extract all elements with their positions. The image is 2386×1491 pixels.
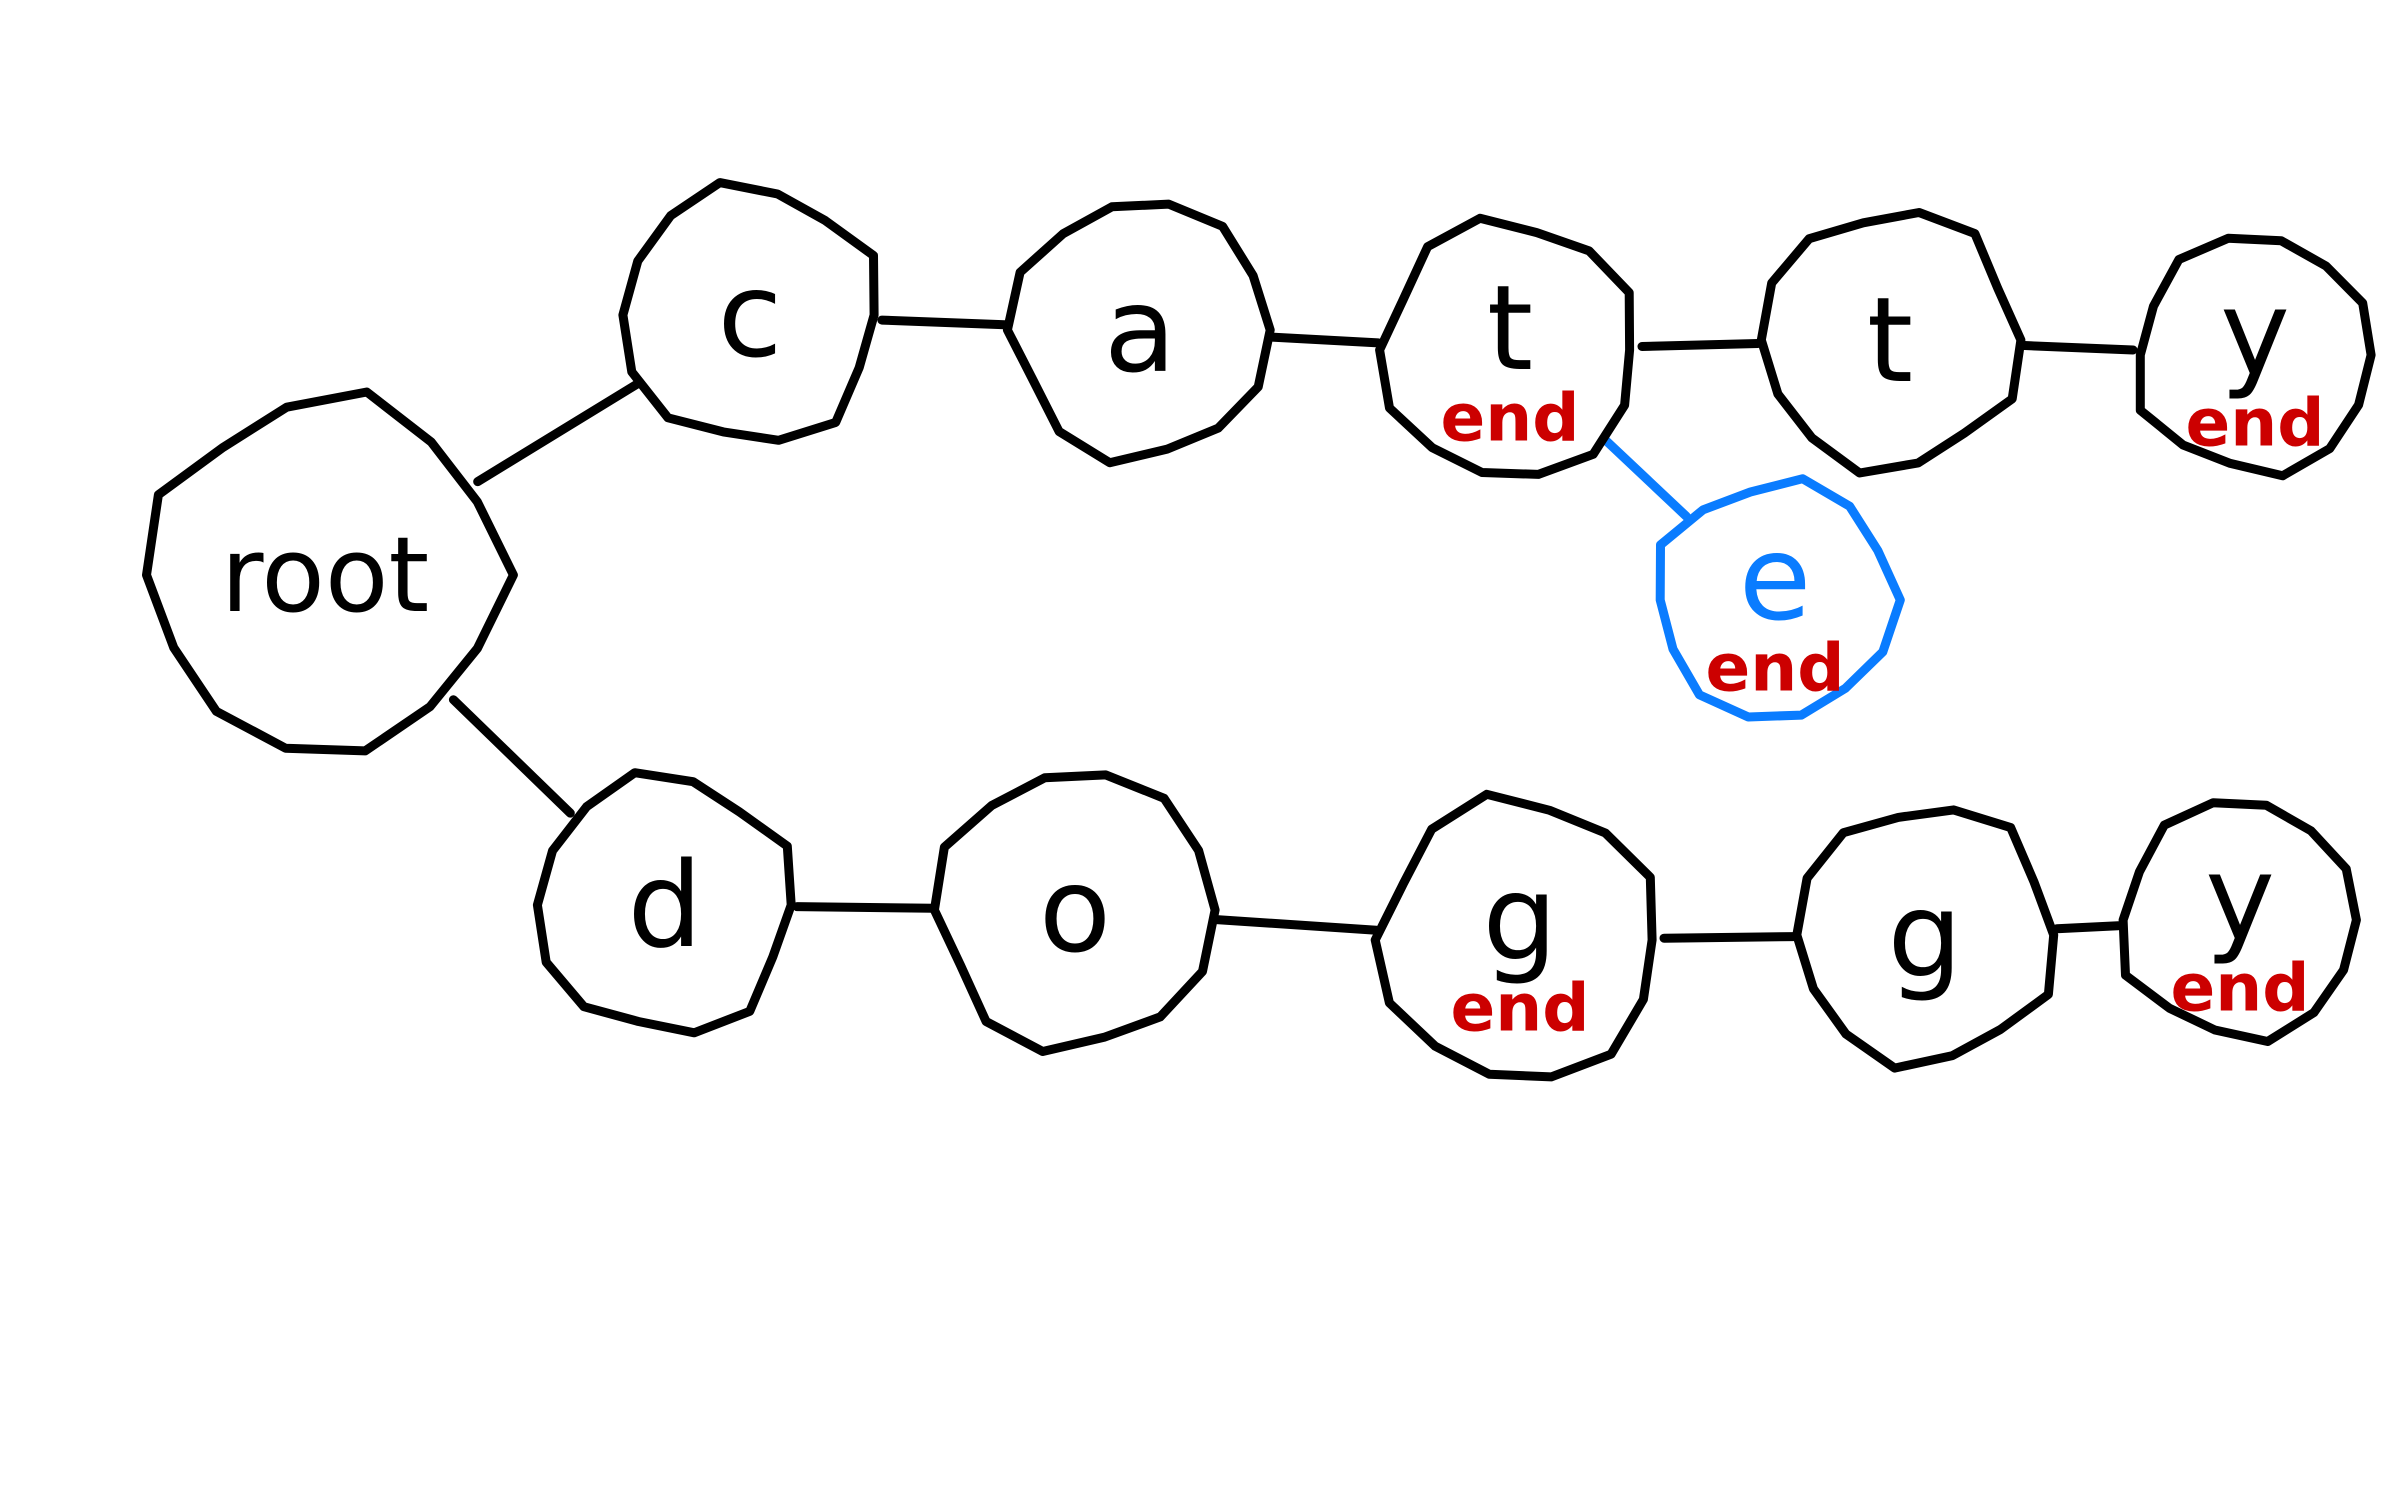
node-g2-ring bbox=[1792, 805, 2059, 1073]
node-e1-ring bbox=[1655, 474, 1905, 722]
node-t1-label: t bbox=[1487, 259, 1533, 397]
node-t2: t bbox=[1756, 208, 2026, 478]
edge-t2-y1 bbox=[2017, 340, 2138, 355]
edge-g1-g2 bbox=[1659, 932, 1798, 943]
node-t1-ring bbox=[1375, 213, 1635, 479]
node-g1-label: g bbox=[1483, 849, 1558, 987]
node-a1-label: a bbox=[1104, 261, 1176, 399]
node-d1-ring bbox=[532, 768, 796, 1038]
edge-a1-t1 bbox=[1267, 332, 1383, 348]
edge-root-c1 bbox=[473, 379, 642, 487]
edge-root-d1 bbox=[448, 695, 575, 818]
node-y1-end-marker: end bbox=[2186, 385, 2325, 462]
node-a1-ring bbox=[1002, 199, 1275, 468]
node-root: root bbox=[142, 387, 518, 756]
node-root-label: root bbox=[221, 514, 430, 636]
edge-d1-o1 bbox=[792, 902, 938, 913]
node-y2-label: y bbox=[2205, 829, 2275, 967]
edge-g2-y2 bbox=[2052, 921, 2123, 934]
edge-o1-g1 bbox=[1212, 915, 1381, 935]
node-root-ring bbox=[142, 387, 518, 756]
node-c1-label: c bbox=[718, 246, 783, 384]
node-y1-ring bbox=[2135, 233, 2376, 481]
node-o1-label: o bbox=[1039, 841, 1111, 979]
node-g1-end-marker: end bbox=[1451, 970, 1590, 1047]
node-t1-end-marker: end bbox=[1441, 380, 1580, 457]
node-y2-end-marker: end bbox=[2171, 950, 2310, 1027]
node-o1-ring bbox=[929, 770, 1220, 1056]
node-y1-label: y bbox=[2220, 264, 2290, 402]
edge-t1-e1 bbox=[1601, 436, 1691, 521]
node-c1-ring bbox=[618, 178, 879, 445]
node-o1: o bbox=[929, 770, 1220, 1056]
node-g1-ring bbox=[1370, 789, 1657, 1082]
edges-layer bbox=[448, 315, 2138, 943]
node-c1: c bbox=[618, 178, 879, 445]
node-y2-ring bbox=[2118, 798, 2361, 1046]
node-e1-end-marker: end bbox=[1706, 630, 1845, 707]
node-t2-label: t bbox=[1867, 271, 1913, 409]
node-g2-label: g bbox=[1888, 866, 1963, 1004]
node-a1: a bbox=[1002, 199, 1275, 468]
edge-c1-a1 bbox=[877, 315, 1013, 330]
node-d1-label: d bbox=[628, 836, 703, 974]
node-d1: d bbox=[532, 768, 796, 1038]
node-e1-label: e bbox=[1739, 509, 1812, 647]
edge-t1-t2 bbox=[1637, 339, 1763, 351]
node-t2-ring bbox=[1756, 208, 2026, 478]
node-g2: g bbox=[1792, 805, 2059, 1073]
